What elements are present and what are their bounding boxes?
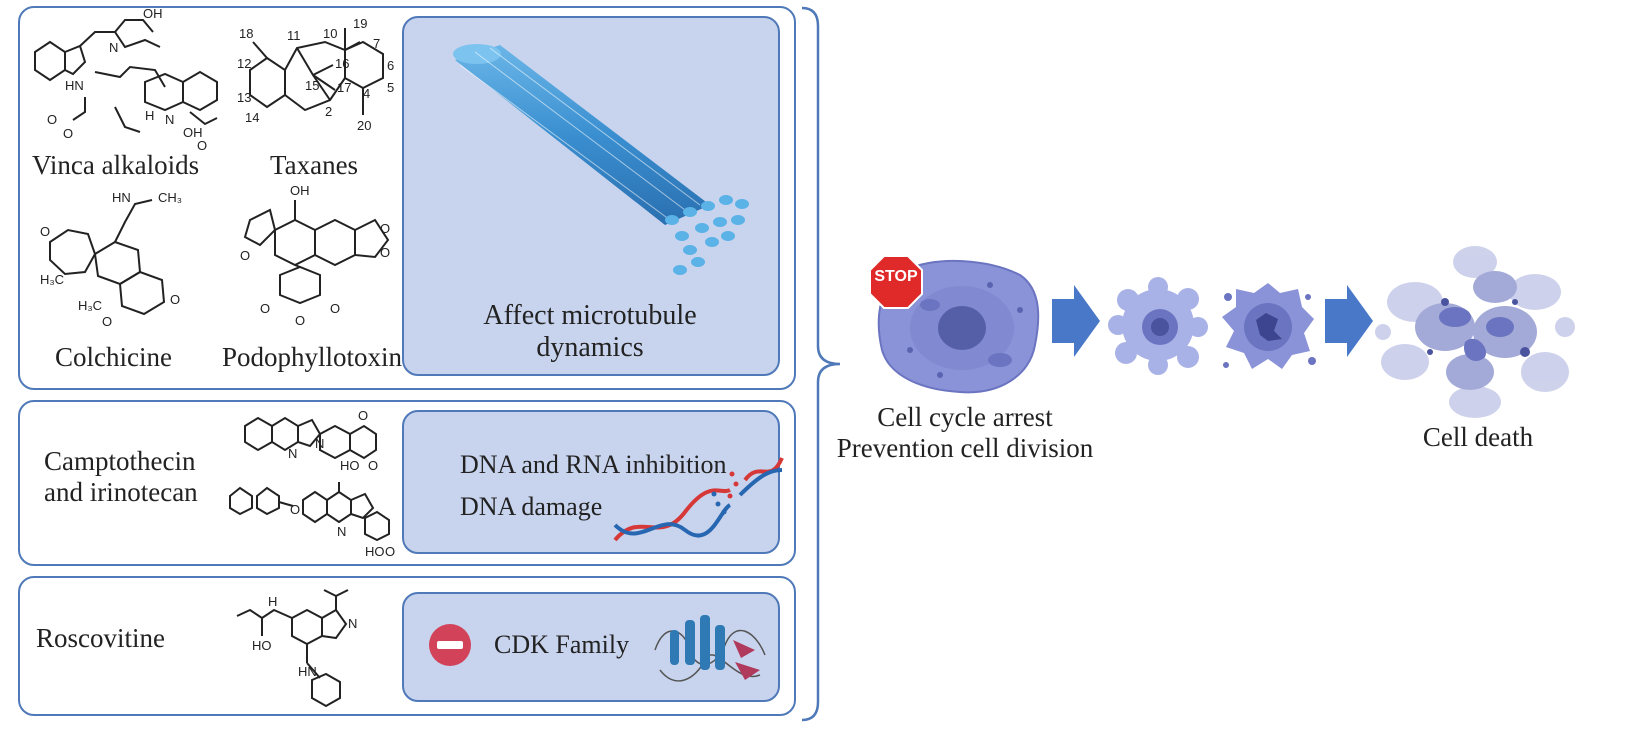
svg-text:O: O bbox=[380, 245, 390, 260]
blebbing-cell-illustration bbox=[1108, 277, 1208, 375]
microtubule-effect-box bbox=[402, 16, 780, 376]
dna-rna-inhibition-label: DNA and RNA inhibition bbox=[460, 450, 727, 479]
camptothecin-label: Camptothecin and irinotecan bbox=[44, 446, 198, 508]
svg-text:7: 7 bbox=[373, 36, 380, 51]
svg-text:HN: HN bbox=[298, 664, 317, 679]
cell-death-label: Cell death bbox=[1422, 422, 1534, 452]
microtubule-effect-label: Affect microtubule dynamics bbox=[440, 300, 740, 364]
svg-text:O: O bbox=[197, 138, 207, 153]
svg-text:H₃C: H₃C bbox=[78, 298, 102, 313]
svg-text:11: 11 bbox=[287, 28, 301, 43]
svg-text:HN: HN bbox=[112, 190, 131, 205]
svg-text:15: 15 bbox=[305, 78, 319, 93]
cell-cycle-arrest-line1: Cell cycle arrest bbox=[877, 402, 1053, 432]
arrow-right-icon bbox=[1325, 285, 1373, 357]
podophyllotoxin-structure: OH O O O O O O bbox=[240, 183, 390, 328]
stop-sign-text: STOP bbox=[874, 268, 918, 285]
svg-text:N: N bbox=[288, 446, 297, 461]
svg-text:14: 14 bbox=[245, 110, 259, 125]
svg-text:N: N bbox=[315, 436, 324, 451]
svg-text:O: O bbox=[40, 224, 50, 239]
vinca-alkaloid-structure: OH N HN O O H N OH O bbox=[34, 6, 218, 153]
irinotecan-structure: O N HO O bbox=[229, 482, 395, 559]
colchicine-structure: HN CH₃ O H₃C H₃C O O bbox=[40, 190, 182, 329]
svg-text:H: H bbox=[145, 108, 154, 123]
dna-helix-icon bbox=[613, 457, 784, 542]
microtubule-illustration bbox=[453, 44, 749, 275]
svg-text:O: O bbox=[385, 544, 395, 559]
inhibition-icon bbox=[429, 624, 471, 666]
podophyllotoxin-label: Podophyllotoxin bbox=[222, 342, 403, 372]
svg-text:OH: OH bbox=[143, 6, 163, 21]
svg-text:HO: HO bbox=[252, 638, 272, 653]
svg-text:HO: HO bbox=[365, 544, 385, 559]
cdk-protein-icon bbox=[654, 615, 766, 682]
taxane-structure: 18 12 13 14 11 10 19 7 6 5 4 20 16 17 15… bbox=[237, 16, 394, 133]
fragmented-cell-illustration bbox=[1222, 283, 1316, 369]
svg-text:12: 12 bbox=[237, 56, 251, 71]
svg-text:20: 20 bbox=[357, 118, 371, 133]
svg-text:N: N bbox=[165, 112, 174, 127]
cdk-family-label: CDK Family bbox=[494, 630, 630, 659]
camptothecin-label-line2: and irinotecan bbox=[44, 477, 198, 508]
svg-text:OH: OH bbox=[183, 125, 203, 140]
svg-text:O: O bbox=[102, 314, 112, 329]
arrow-right-icon bbox=[1052, 285, 1100, 357]
svg-text:O: O bbox=[47, 112, 57, 127]
svg-text:5: 5 bbox=[387, 80, 394, 95]
svg-text:18: 18 bbox=[239, 26, 253, 41]
microtubule-effect-line2: dynamics bbox=[536, 332, 644, 364]
svg-text:O: O bbox=[295, 313, 305, 328]
microtubule-effect-line1: Affect microtubule bbox=[483, 300, 697, 331]
svg-text:O: O bbox=[63, 126, 73, 141]
svg-text:O: O bbox=[358, 408, 368, 423]
stop-sign-icon bbox=[869, 255, 923, 309]
grouping-bracket bbox=[801, 6, 841, 722]
svg-text:OH: OH bbox=[290, 183, 310, 198]
roscovitine-structure: HO H HN N bbox=[236, 589, 357, 708]
svg-text:O: O bbox=[368, 458, 378, 473]
svg-text:N: N bbox=[348, 616, 357, 631]
camptothecin-structure: O N N HO O bbox=[244, 408, 378, 473]
svg-text:6: 6 bbox=[387, 58, 394, 73]
svg-text:H₃C: H₃C bbox=[40, 272, 64, 287]
svg-text:19: 19 bbox=[353, 16, 367, 31]
colchicine-label: Colchicine bbox=[55, 342, 172, 372]
cell-cycle-arrest-line2: Prevention cell division bbox=[836, 433, 1094, 464]
svg-text:O: O bbox=[290, 502, 300, 517]
svg-text:O: O bbox=[380, 221, 390, 236]
svg-text:O: O bbox=[330, 301, 340, 316]
roscovitine-label: Roscovitine bbox=[36, 623, 165, 653]
svg-text:HN: HN bbox=[65, 78, 84, 93]
svg-text:13: 13 bbox=[237, 90, 251, 105]
taxanes-label: Taxanes bbox=[270, 150, 359, 180]
svg-text:O: O bbox=[240, 248, 250, 263]
svg-text:17: 17 bbox=[337, 80, 351, 95]
cell-death-illustration bbox=[1375, 246, 1575, 418]
svg-text:O: O bbox=[260, 301, 270, 316]
svg-text:O: O bbox=[170, 292, 180, 307]
svg-text:CH₃: CH₃ bbox=[158, 190, 182, 205]
svg-text:HO: HO bbox=[340, 458, 360, 473]
svg-text:N: N bbox=[337, 524, 346, 539]
cell-cycle-arrest-label: Cell cycle arrest Prevention cell divisi… bbox=[820, 402, 1110, 464]
svg-text:16: 16 bbox=[335, 56, 349, 71]
vinca-alkaloids-label: Vinca alkaloids bbox=[32, 150, 200, 180]
camptothecin-label-line1: Camptothecin bbox=[44, 446, 196, 476]
svg-text:10: 10 bbox=[323, 26, 337, 41]
svg-text:2: 2 bbox=[325, 104, 332, 119]
svg-text:H: H bbox=[268, 594, 277, 609]
dna-damage-label: DNA damage bbox=[460, 492, 603, 521]
dna-effect-box bbox=[402, 410, 780, 554]
svg-text:4: 4 bbox=[363, 86, 370, 101]
svg-text:N: N bbox=[109, 40, 118, 55]
